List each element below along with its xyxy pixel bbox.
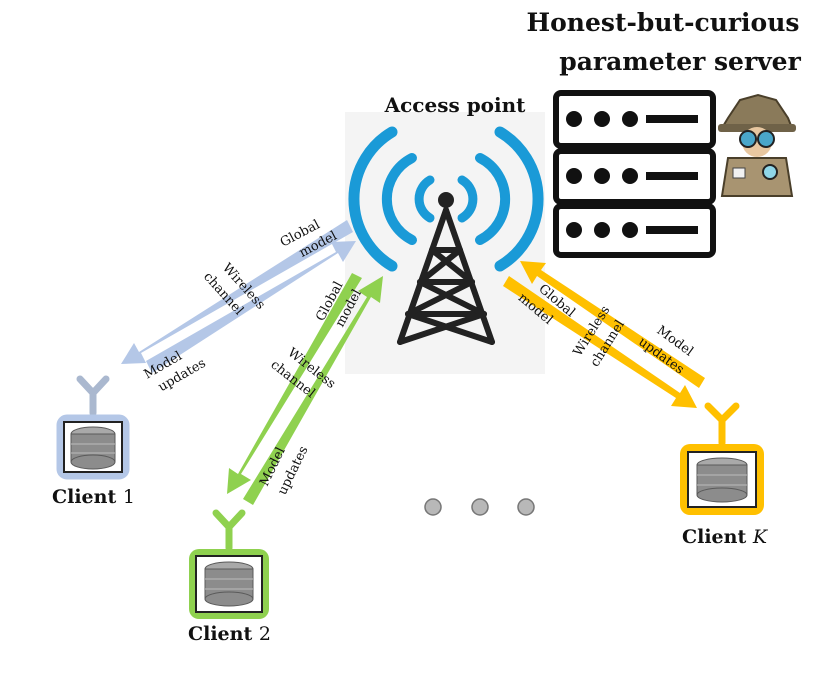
client1-label: Client 1 (52, 486, 135, 508)
client2-wireless-label: Wirelesschannel (267, 342, 338, 408)
access-point-label: Access point (384, 93, 527, 117)
client1-device: Client 1 (52, 375, 135, 508)
server-unit-2 (553, 148, 716, 205)
clientK-antenna-icon (704, 402, 740, 447)
client1-uplink-arrow (146, 241, 356, 373)
client1-antenna-icon (76, 375, 110, 417)
access-point-panel (345, 112, 545, 374)
clientK-database-icon (696, 457, 748, 503)
client1-wireless-label: Wirelesschannel (200, 256, 268, 326)
client2-uplink-arrow (243, 276, 383, 505)
client1-downlink-arrow (121, 220, 353, 364)
server-title-line1: Honest-but-curious (527, 8, 800, 37)
client2-downlink-arrow (227, 273, 362, 494)
server-rack-icon (553, 90, 716, 258)
client2-antenna-icon (212, 509, 246, 552)
clientK-label: Client K (682, 526, 769, 548)
ellipsis-dots (424, 498, 535, 516)
clientK-downlink-arrow (503, 276, 697, 408)
server-title-line2: parameter server (559, 47, 801, 76)
client2-device: Client 2 (188, 509, 271, 645)
server-unit-3 (553, 203, 716, 258)
client2-database-icon (204, 561, 254, 607)
wifi-signal-icon (348, 126, 544, 272)
client2-label: Client 2 (188, 623, 271, 645)
clientK-uplink-arrow (520, 261, 705, 388)
antenna-tower-icon (397, 192, 495, 345)
client1-database-icon (70, 426, 116, 470)
spy-detective-icon (718, 93, 796, 197)
server-unit-1 (553, 90, 716, 149)
clientK-device: Client K (680, 402, 769, 548)
